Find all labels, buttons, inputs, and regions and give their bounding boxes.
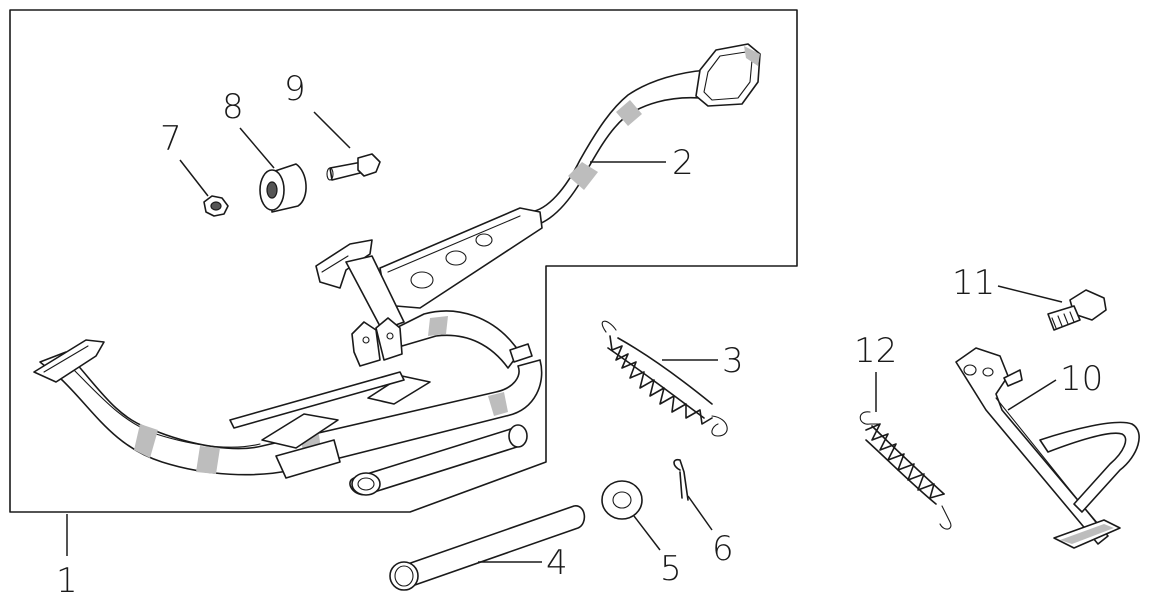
callout-1: 1 (56, 561, 78, 601)
leader-7 (179, 159, 209, 197)
part-10-side-stand (955, 347, 1140, 549)
callout-3: 3 (722, 341, 744, 381)
part-5-washer (601, 480, 643, 520)
leader-9 (313, 111, 351, 149)
callout-8: 8 (222, 87, 244, 127)
leader-6 (687, 495, 713, 531)
assembly-boundary (9, 9, 798, 513)
callout-11: 11 (952, 263, 995, 303)
part-4-pivot-pin (389, 505, 586, 591)
part-9-bolt (326, 153, 381, 181)
leader-10 (1007, 379, 1057, 411)
callout-5: 5 (660, 549, 682, 589)
leader-lines (66, 111, 1063, 563)
callout-labels: 1 2 3 4 5 6 7 8 9 10 11 12 (56, 69, 1103, 601)
part-8-roller (259, 163, 307, 213)
callout-2: 2 (672, 143, 694, 183)
part-6-cotter-pin (673, 458, 689, 501)
part-12-spring (859, 411, 952, 530)
part-2-main-stand (33, 43, 761, 496)
part-7-nut (203, 195, 229, 217)
part-3-spring (601, 320, 728, 437)
leader-11 (997, 285, 1063, 303)
callout-6: 6 (712, 529, 734, 569)
leader-5 (633, 515, 661, 551)
callout-7: 7 (160, 119, 182, 159)
callout-9: 9 (284, 69, 306, 109)
callout-10: 10 (1060, 359, 1103, 399)
callout-4: 4 (546, 543, 568, 583)
part-11-bolt (1047, 289, 1107, 331)
callout-12: 12 (854, 331, 897, 371)
leader-8 (239, 127, 275, 169)
